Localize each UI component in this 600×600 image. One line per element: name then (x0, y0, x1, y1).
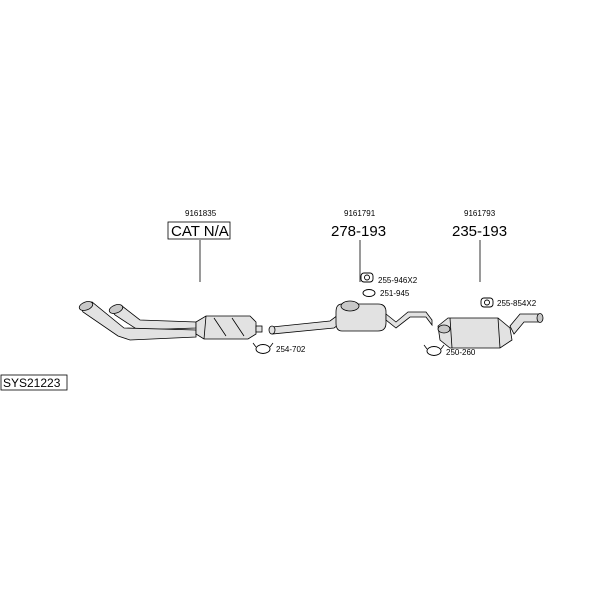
part-number-9161793: 9161793 (464, 209, 496, 218)
rear-silencer-assembly[interactable] (437, 313, 544, 349)
system-code: SYS21223 (3, 376, 61, 390)
fitting-250-260[interactable]: 250-260 (446, 348, 476, 357)
cat-label-box (167, 221, 231, 240)
middle-silencer-assembly[interactable] (268, 300, 433, 335)
clamp-icon (423, 344, 445, 356)
part-label-cat[interactable]: CAT N/A (171, 223, 229, 240)
part-label-235-193[interactable]: 235-193 (452, 223, 507, 240)
part-number-9161835: 9161835 (185, 209, 217, 218)
fitting-255-854x2[interactable]: 255-854X2 (497, 299, 537, 308)
rubber-mount-icon (360, 272, 374, 283)
rubber-mount-icon (480, 297, 494, 308)
clamp-icon (252, 342, 274, 354)
fitting-255-946x2[interactable]: 255-946X2 (378, 276, 418, 285)
part-number-9161791: 9161791 (344, 209, 376, 218)
gasket-ring-icon (362, 289, 376, 297)
system-code-box (0, 374, 68, 391)
part-label-278-193[interactable]: 278-193 (331, 223, 386, 240)
fitting-254-702[interactable]: 254-702 (276, 345, 306, 354)
front-pipe-catalyst-assembly[interactable] (78, 300, 263, 341)
fitting-251-945[interactable]: 251-945 (380, 289, 410, 298)
